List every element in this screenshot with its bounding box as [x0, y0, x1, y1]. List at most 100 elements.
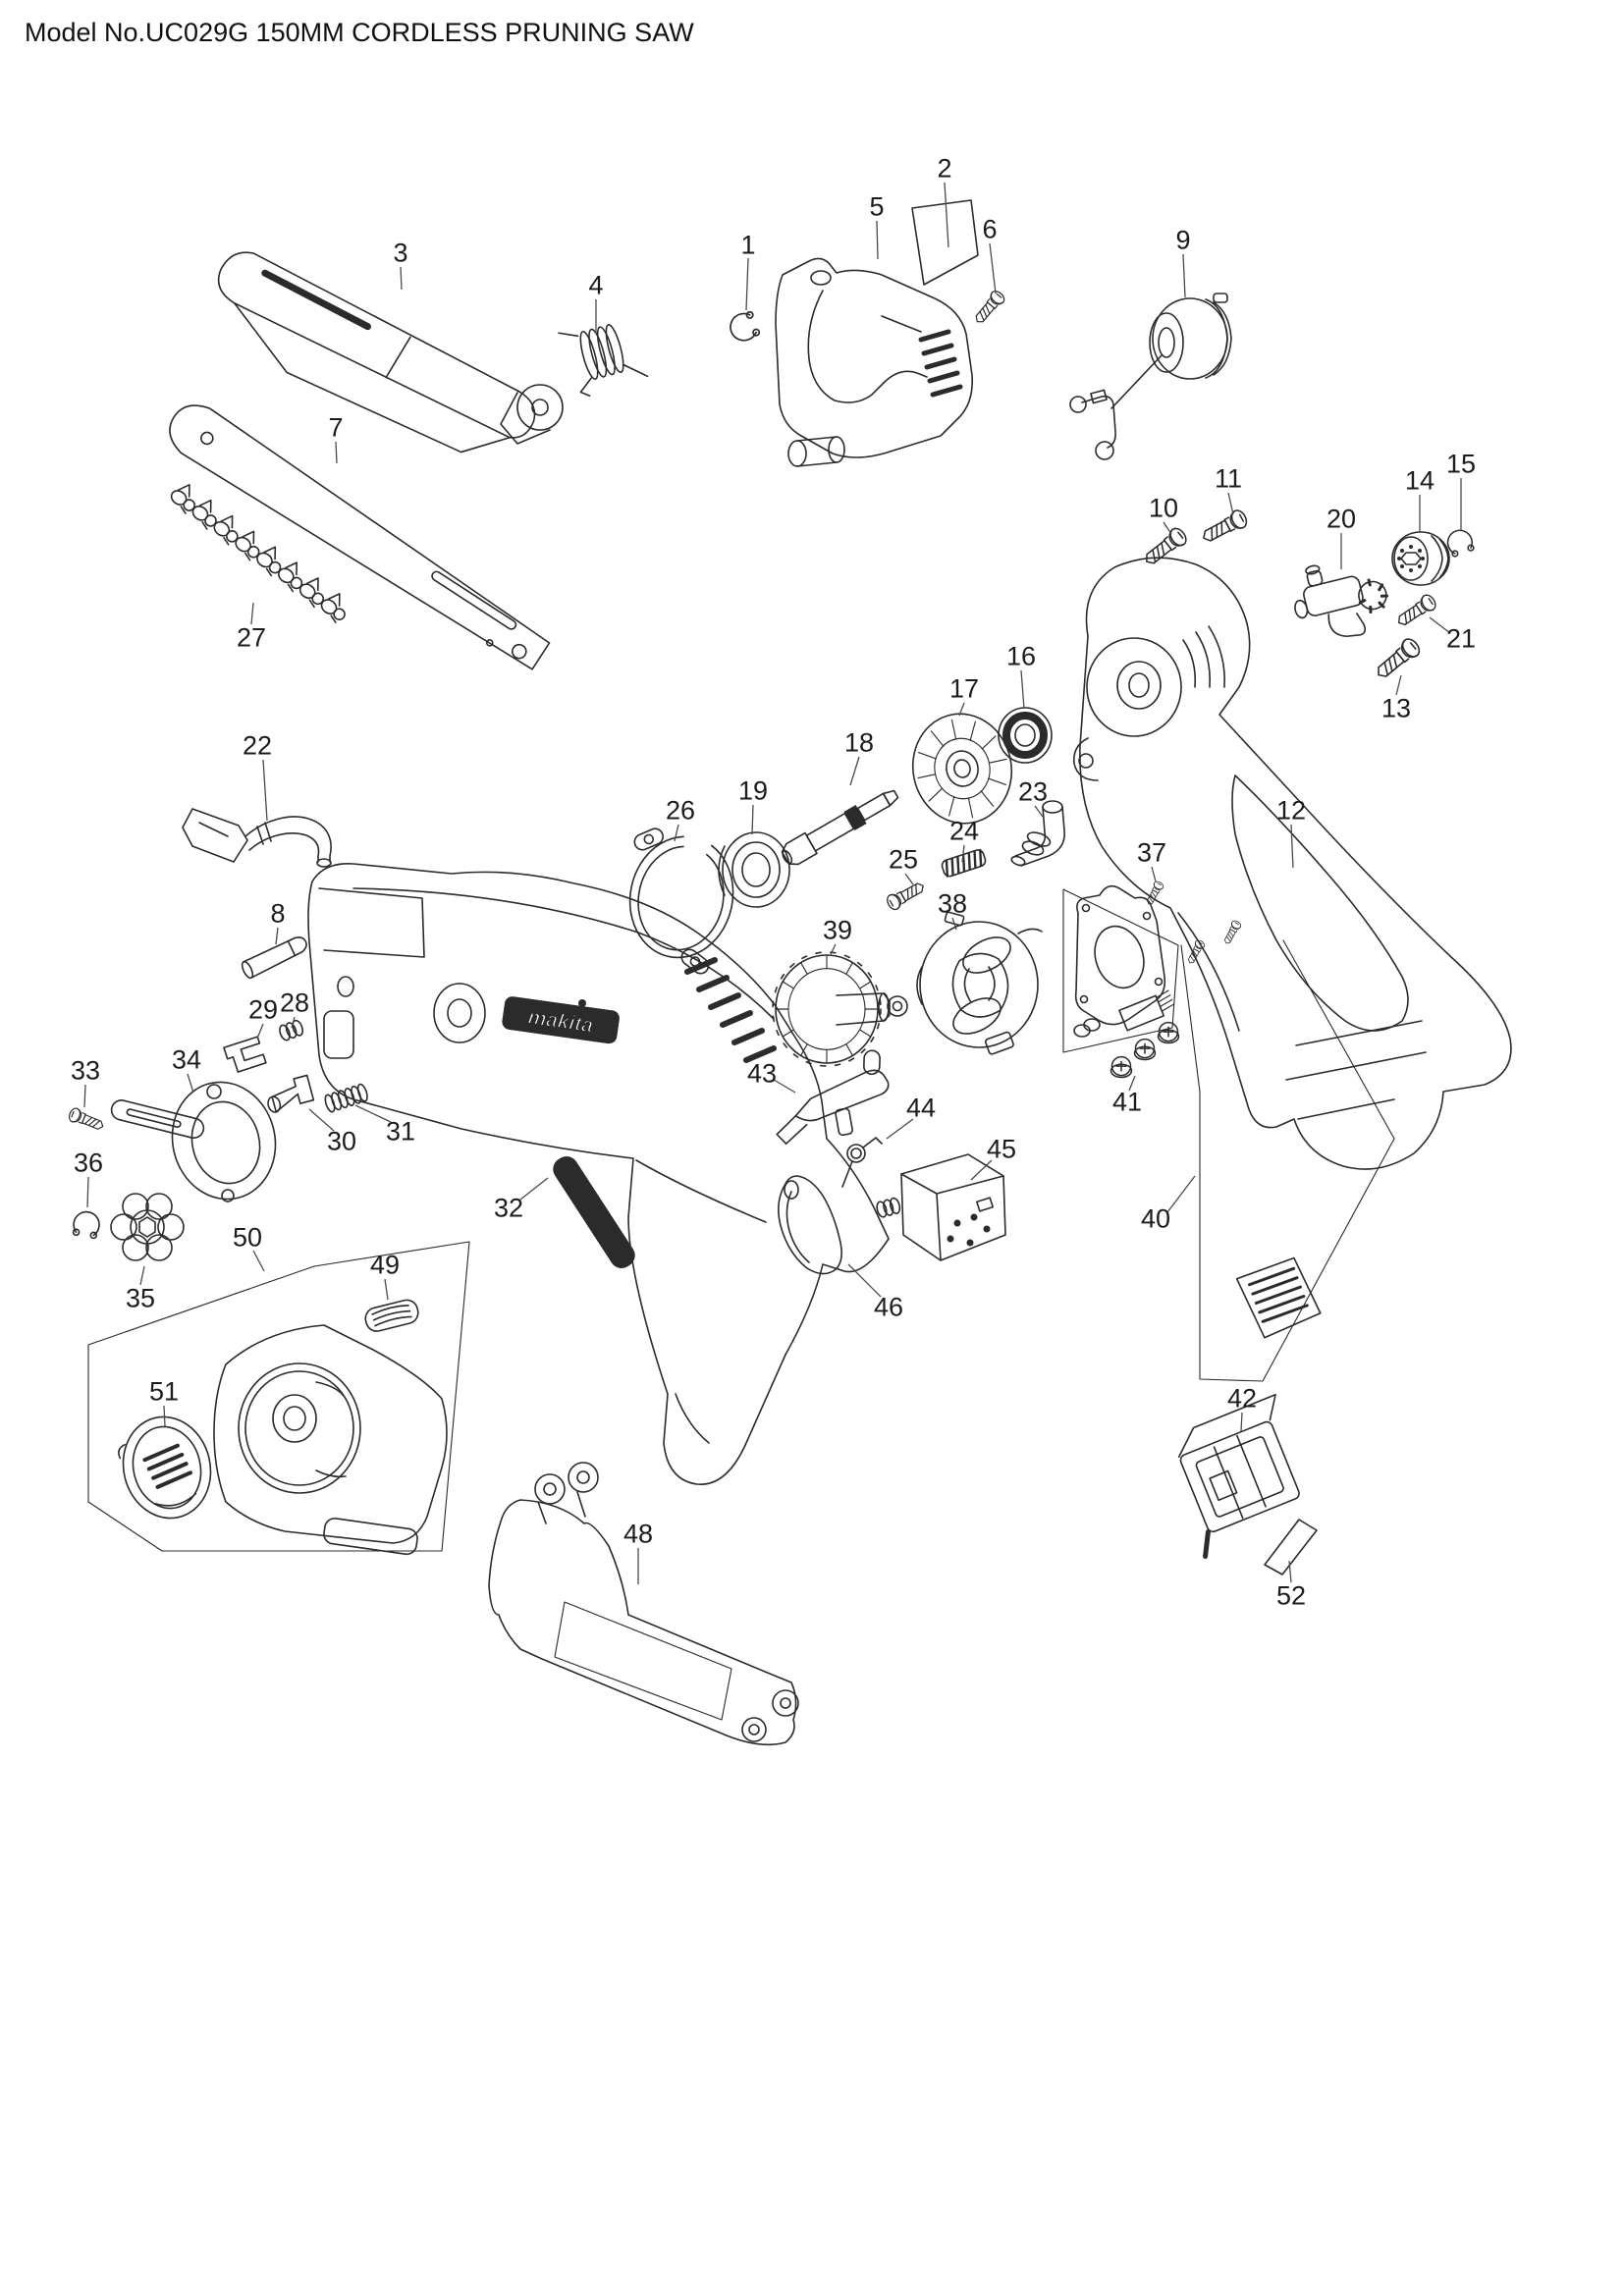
part-label-36: 36	[73, 1148, 104, 1178]
part-49-illustration	[364, 1299, 419, 1332]
leader-line-42	[1240, 1412, 1243, 1432]
part-label-52: 52	[1275, 1580, 1307, 1611]
leader-line-29	[256, 1023, 264, 1040]
leader-line-32	[519, 1177, 549, 1201]
part-24-illustration	[941, 848, 987, 878]
part-3-illustration	[217, 251, 564, 454]
part-label-40: 40	[1140, 1203, 1171, 1234]
part-label-13: 13	[1380, 693, 1412, 723]
part-label-17: 17	[948, 673, 980, 704]
part-label-1: 1	[740, 230, 756, 260]
part-label-48: 48	[623, 1519, 654, 1549]
leader-line-13	[1395, 674, 1402, 696]
part-label-9: 9	[1175, 225, 1191, 255]
part-label-45: 45	[986, 1134, 1017, 1164]
part-label-41: 41	[1111, 1087, 1143, 1117]
part-26-illustration	[628, 828, 734, 975]
part-17-illustration	[911, 713, 1013, 825]
leader-line-16	[1020, 669, 1025, 710]
part-8-illustration	[241, 936, 307, 980]
part-16-illustration	[998, 707, 1053, 764]
part-48-illustration	[488, 1462, 799, 1746]
leader-line-31	[354, 1104, 392, 1123]
part-label-6: 6	[982, 214, 998, 244]
leader-line-30	[308, 1108, 335, 1132]
part-label-21: 21	[1445, 623, 1477, 654]
part-label-12: 12	[1275, 795, 1307, 826]
part-35-illustration	[110, 1193, 185, 1261]
part-12-illustration	[1072, 557, 1512, 1170]
part-52-illustration	[1264, 1519, 1318, 1575]
part-42-illustration	[1177, 1393, 1300, 1560]
part-32-illustration: makita	[307, 863, 890, 1485]
part-label-20: 20	[1326, 504, 1357, 534]
leader-line-38	[951, 917, 957, 931]
part-label-7: 7	[328, 412, 344, 443]
part-label-28: 28	[279, 988, 310, 1018]
leader-line-18	[849, 756, 860, 786]
leader-line-9	[1182, 253, 1186, 298]
part-label-14: 14	[1404, 465, 1435, 496]
leader-line-6	[989, 242, 997, 294]
part-label-5: 5	[869, 191, 885, 222]
part-label-38: 38	[937, 888, 968, 919]
part-4-illustration	[558, 324, 649, 398]
part-20-illustration	[1294, 564, 1388, 638]
leader-line-12	[1290, 824, 1294, 869]
part-label-15: 15	[1445, 449, 1477, 479]
part-40-boundary	[1180, 939, 1395, 1382]
leader-line-22	[262, 759, 268, 822]
part-34-illustration	[110, 1081, 277, 1202]
part-30-illustration	[267, 1074, 315, 1113]
leader-line-24	[961, 844, 965, 863]
part-label-4: 4	[588, 270, 604, 300]
part-43-illustration	[776, 1049, 890, 1145]
part-label-2: 2	[937, 153, 952, 184]
leader-line-8	[275, 927, 279, 945]
leader-line-39	[830, 943, 837, 955]
leader-line-5	[876, 220, 879, 260]
part-44-illustration	[841, 1137, 883, 1188]
part-label-50: 50	[232, 1222, 263, 1253]
part-label-19: 19	[737, 775, 769, 806]
brush-holder-plate-illustration	[1062, 884, 1179, 1053]
part-label-31: 31	[385, 1116, 416, 1147]
leader-line-17	[958, 702, 965, 717]
part-label-46: 46	[873, 1292, 904, 1322]
leader-line-2	[944, 182, 949, 248]
part-label-29: 29	[247, 994, 279, 1025]
part-label-43: 43	[746, 1058, 778, 1089]
part-label-33: 33	[70, 1055, 101, 1086]
part-label-25: 25	[888, 844, 919, 875]
leader-line-37	[1151, 866, 1157, 882]
part-label-39: 39	[822, 915, 853, 945]
part-label-51: 51	[148, 1376, 180, 1407]
leader-line-26	[674, 824, 679, 842]
part-50-illustration	[87, 1241, 470, 1556]
part-label-32: 32	[493, 1193, 524, 1223]
part-label-44: 44	[905, 1093, 937, 1123]
leader-line-43	[773, 1079, 796, 1094]
part-38-illustration	[916, 911, 1043, 1055]
leader-line-23	[1034, 805, 1044, 818]
part-label-22: 22	[242, 730, 273, 761]
part-5-illustration	[775, 257, 974, 467]
part-51-illustration	[118, 1415, 212, 1520]
part-23-illustration	[1010, 800, 1065, 867]
part-39-illustration	[772, 951, 908, 1067]
leader-line-35	[139, 1265, 145, 1286]
part-label-26: 26	[665, 795, 696, 826]
leader-line-1	[745, 257, 749, 311]
part-label-30: 30	[326, 1126, 357, 1156]
part-label-23: 23	[1017, 776, 1049, 807]
part-label-8: 8	[270, 898, 286, 929]
leader-line-7	[335, 441, 338, 464]
leader-line-40	[1166, 1175, 1196, 1213]
part-label-34: 34	[171, 1044, 202, 1075]
part-9-illustration	[1069, 293, 1232, 460]
part-label-42: 42	[1226, 1383, 1258, 1414]
leader-line-19	[751, 804, 754, 835]
